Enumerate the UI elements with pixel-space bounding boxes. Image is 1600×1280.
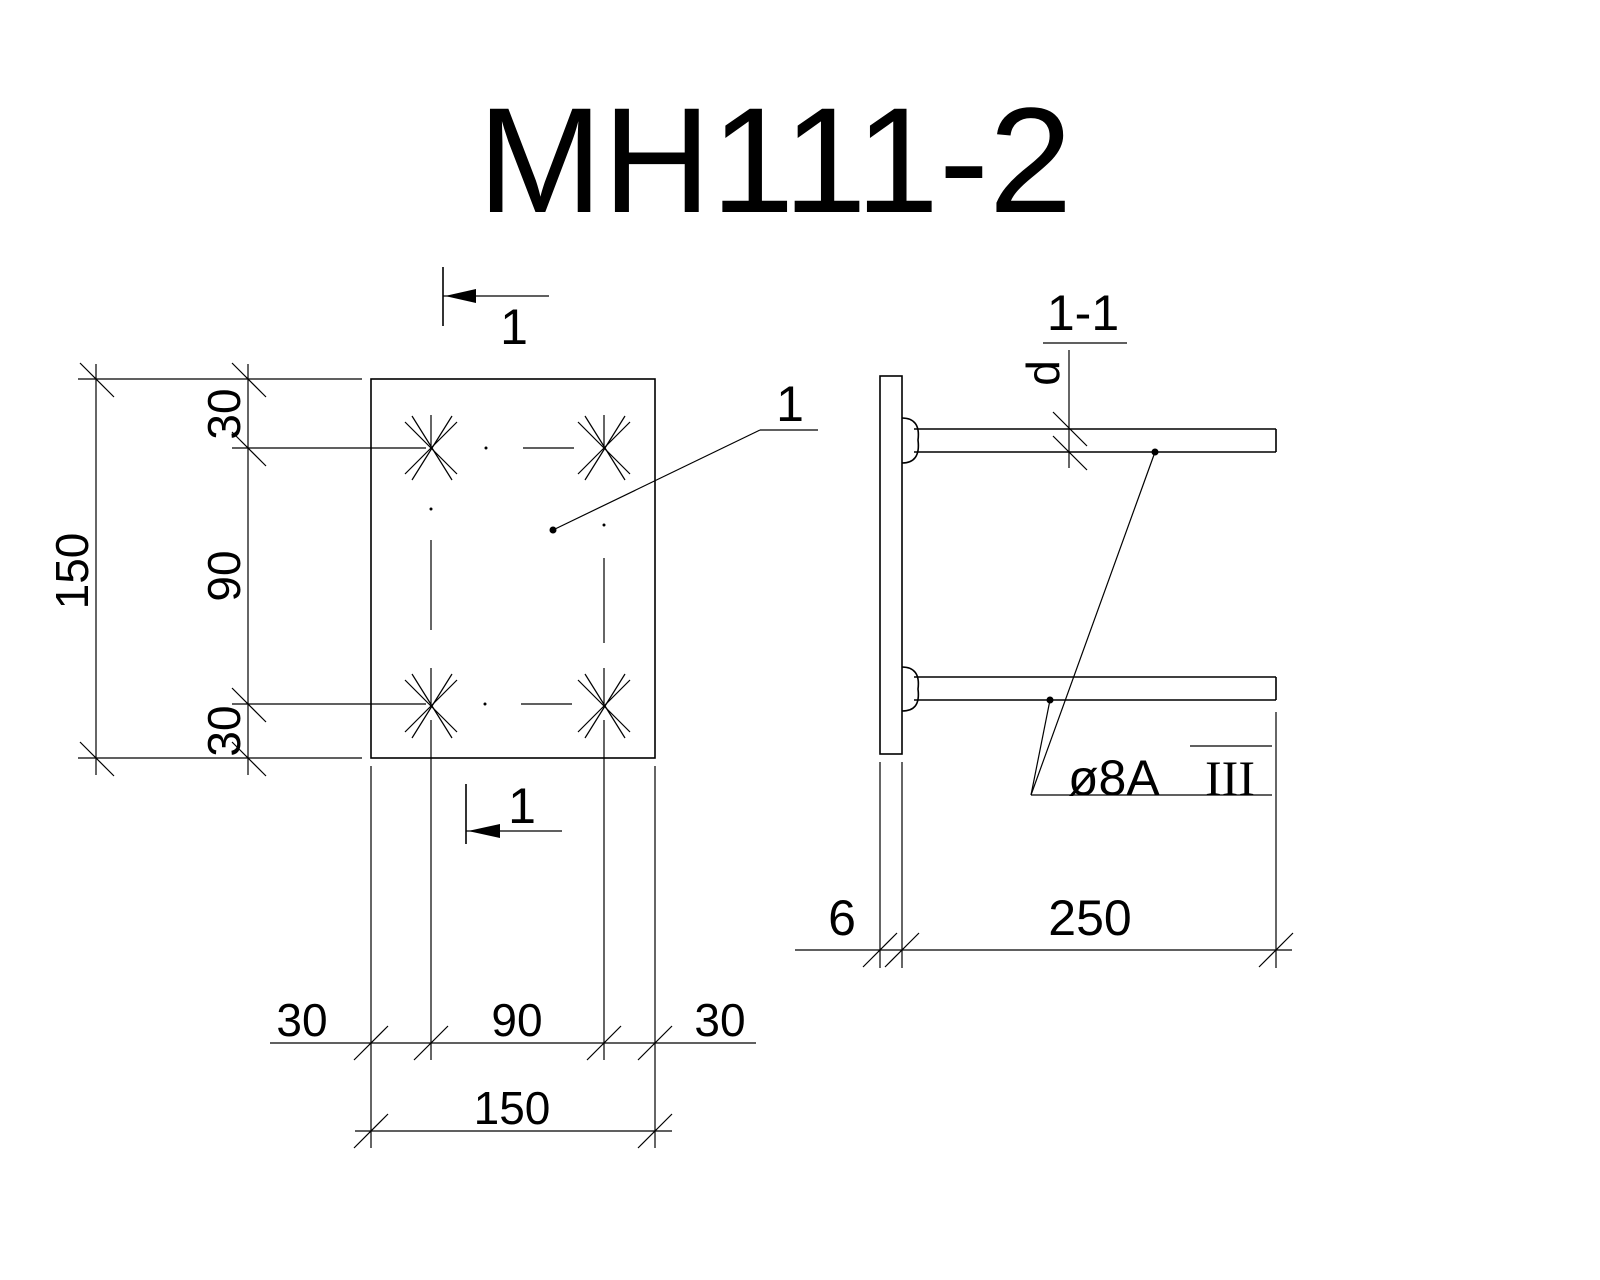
anchor-mark-top-left xyxy=(404,415,458,481)
dim-left-mid: 90 xyxy=(198,550,250,601)
bottom-dimension-lines xyxy=(270,720,756,1149)
section-marker-bottom: 1 xyxy=(508,778,536,834)
rebar-leader xyxy=(1030,448,1272,796)
centre-lines xyxy=(429,446,606,706)
position-label: 1 xyxy=(776,376,804,432)
section-plate xyxy=(879,375,903,755)
dim-left-total: 150 xyxy=(46,533,98,610)
dim-bottom-left: 30 xyxy=(276,994,327,1046)
dim-rebar-length: 250 xyxy=(1048,890,1131,946)
dim-bottom-mid: 90 xyxy=(491,994,542,1046)
dim-left-top: 30 xyxy=(198,388,250,439)
section-view: 1-1 d xyxy=(795,285,1294,968)
plan-view: 1 1 1 1 xyxy=(46,267,818,1149)
anchor-mark-bottom-left xyxy=(404,668,458,739)
dim-left-bottom: 30 xyxy=(198,705,250,756)
rebar-callout: ø8A xyxy=(1068,750,1160,806)
section-cut-top xyxy=(442,267,549,326)
position-leader xyxy=(549,429,818,534)
section-cut-bottom xyxy=(465,784,562,844)
rebar-bottom xyxy=(901,666,1277,712)
section-title: 1-1 xyxy=(1047,285,1119,341)
dim-plate-thickness: 6 xyxy=(828,890,856,946)
dim-bottom-right: 30 xyxy=(694,994,745,1046)
diameter-dimension xyxy=(1052,350,1088,471)
left-dimension-lines xyxy=(78,362,426,777)
rebar-class: III xyxy=(1205,750,1255,806)
dim-bottom-total: 150 xyxy=(474,1082,551,1134)
anchor-mark-top-right xyxy=(577,415,631,481)
anchor-mark-bottom-right xyxy=(577,668,631,739)
drawing-title: MH111-2 xyxy=(478,76,1073,244)
section-marker-top: 1 xyxy=(500,299,528,355)
plate-outline xyxy=(370,378,656,759)
diameter-label: d xyxy=(1017,360,1069,386)
section-dimension-lines xyxy=(795,712,1294,968)
rebar-top xyxy=(901,417,1277,464)
